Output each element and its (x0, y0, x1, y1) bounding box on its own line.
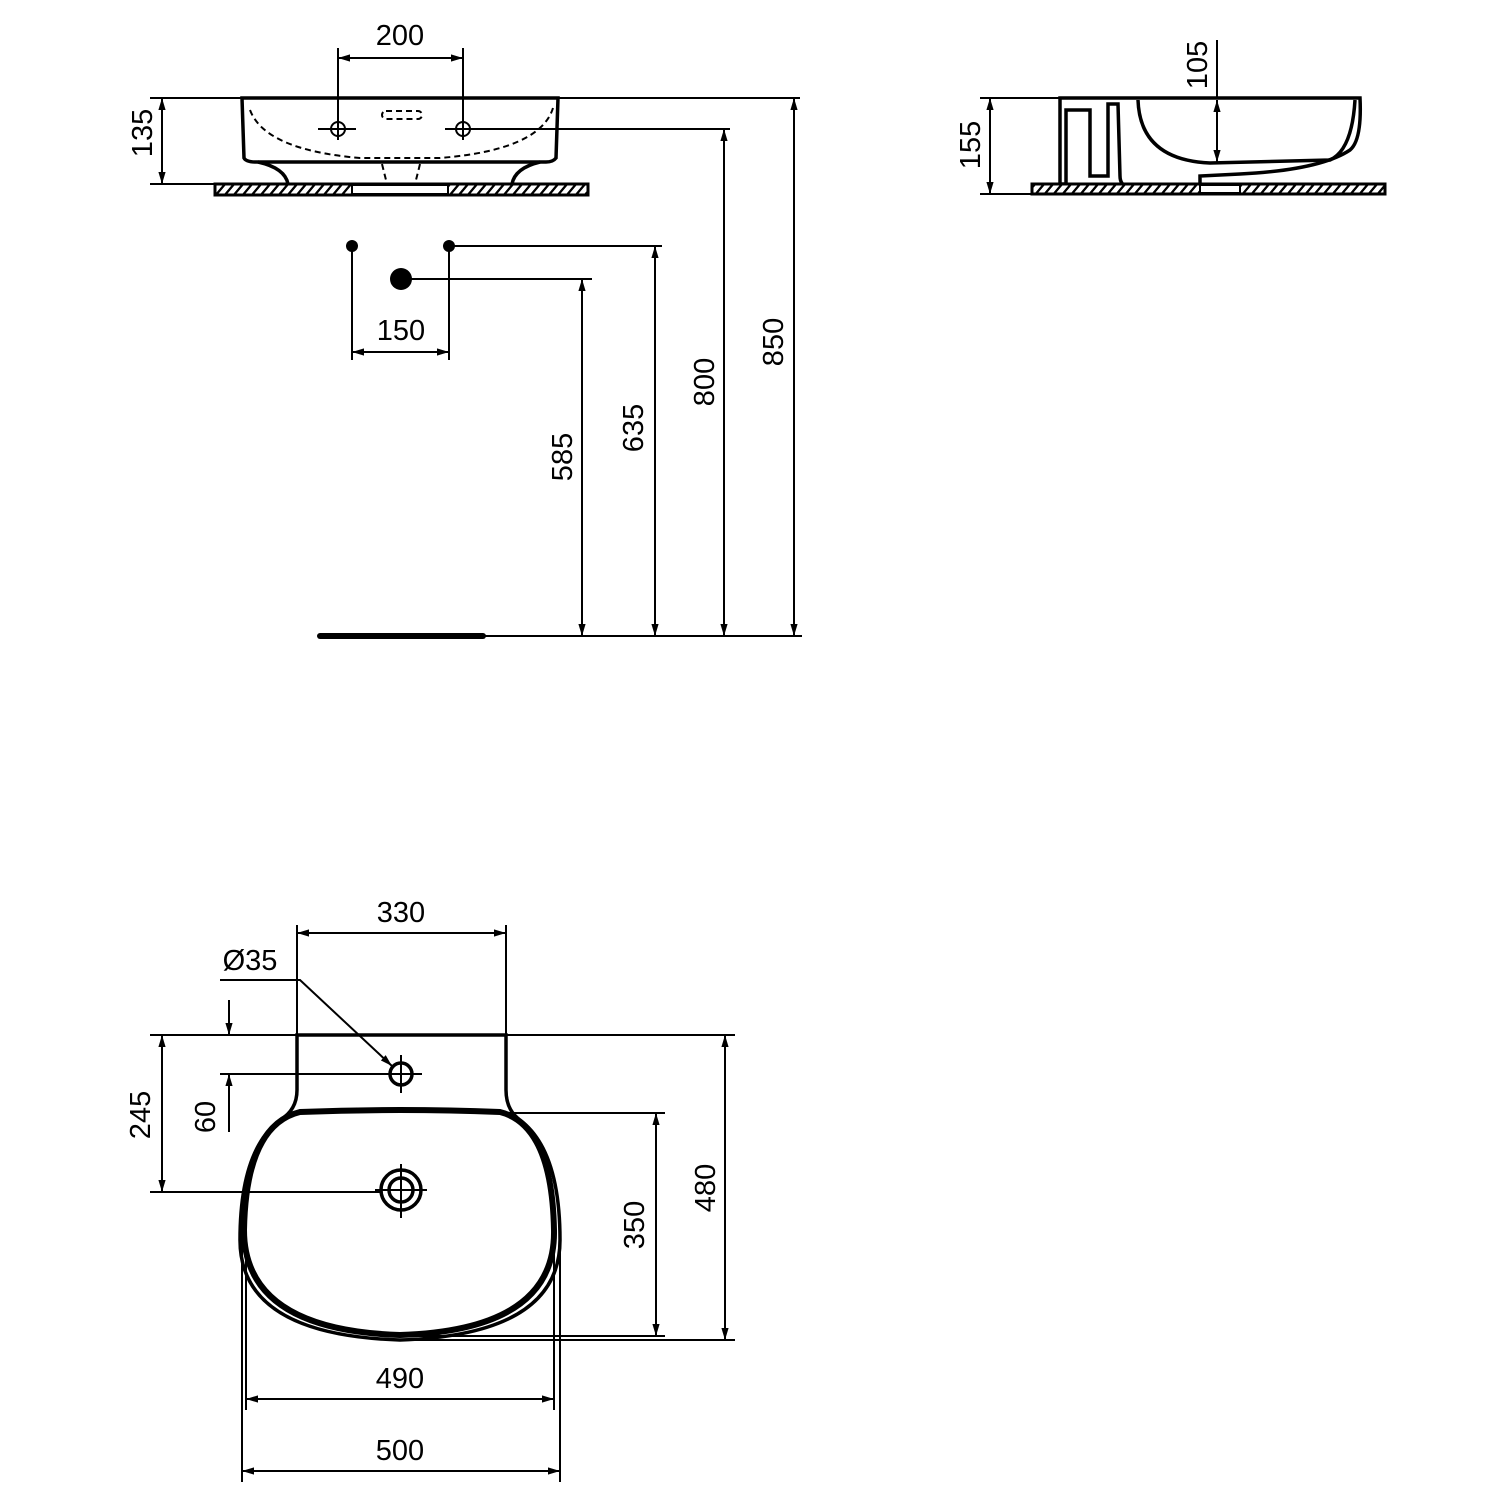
dim-label-150: 150 (377, 315, 425, 347)
bowl-rim (240, 1107, 558, 1339)
side-bowl-inner (1136, 99, 1357, 165)
countertop-cutout (351, 184, 449, 195)
dim-label-330: 330 (377, 897, 425, 929)
waste-hidden (381, 163, 421, 196)
dim-label-800: 800 (689, 358, 721, 406)
dim-label-155: 155 (955, 121, 987, 169)
tap-hole-markers (318, 121, 730, 137)
dim-label-850: 850 (758, 318, 790, 366)
dim-label-105: 105 (1182, 41, 1214, 89)
dim-label-200: 200 (376, 20, 424, 52)
dim-label-60: 60 (190, 1101, 222, 1133)
overflow-slot (381, 110, 423, 120)
dim-label-diameter-35: Ø35 (223, 945, 278, 977)
front-view: 200 135 150 585 635 800 850 (127, 20, 802, 639)
basin-outline (240, 96, 560, 164)
diameter-leader (220, 979, 393, 1067)
dim-label-585: 585 (547, 433, 579, 481)
side-view: 155 105 (955, 40, 1387, 196)
side-basin-outline (1058, 96, 1363, 190)
dim-label-135: 135 (127, 109, 159, 157)
dim-label-350: 350 (619, 1201, 651, 1249)
dim-label-635: 635 (618, 404, 650, 452)
dim-label-490: 490 (376, 1363, 424, 1395)
dim-label-500: 500 (376, 1435, 424, 1467)
dim-label-245: 245 (125, 1091, 157, 1139)
dim-label-480: 480 (690, 1164, 722, 1212)
pedestal-feet (257, 160, 541, 185)
plan-view: 330 Ø35 60 245 350 480 490 500 (125, 897, 735, 1482)
bowl-hidden-line (249, 107, 554, 159)
